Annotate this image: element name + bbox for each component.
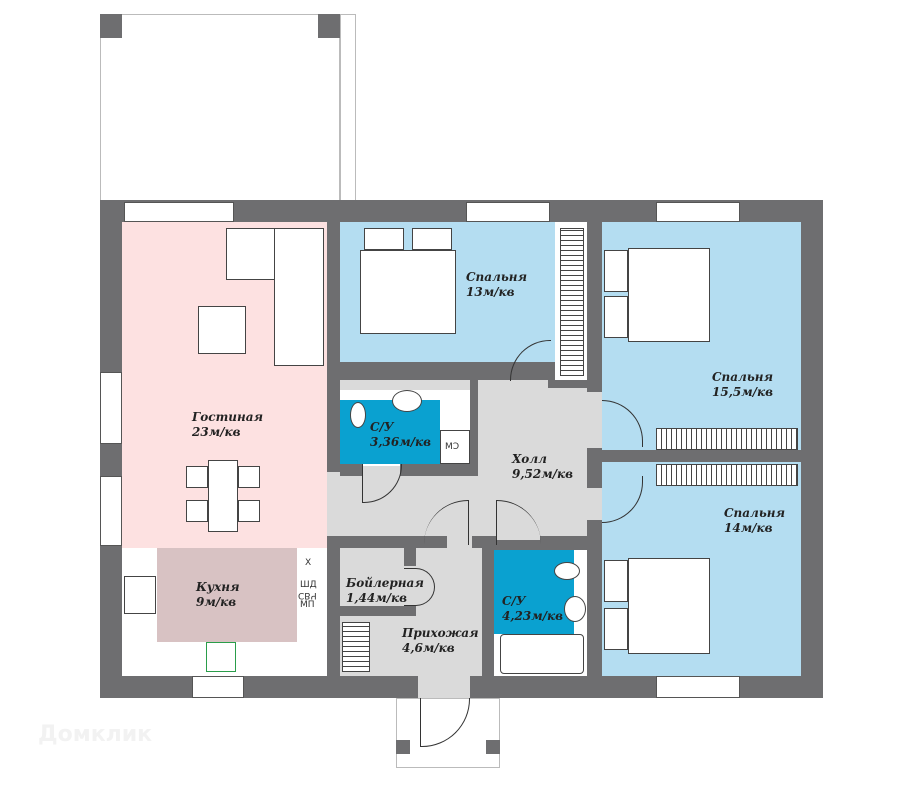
- toilet-icon: [350, 402, 366, 428]
- dishwasher-label: ШД: [300, 580, 317, 590]
- wall: [327, 540, 340, 676]
- room-area: 3,36м/кв: [370, 435, 432, 449]
- terrace-post: [100, 14, 122, 38]
- wardrobe: [342, 622, 370, 672]
- stove-icon: [124, 576, 156, 614]
- room-name: Спальня: [724, 506, 786, 520]
- chair: [238, 500, 260, 522]
- bed: [360, 250, 456, 334]
- pillow: [604, 296, 628, 338]
- room-area: 15,5м/кв: [712, 385, 774, 399]
- pillow: [604, 250, 628, 292]
- wall: [470, 380, 478, 468]
- door: [404, 568, 435, 606]
- washbasin-icon: [564, 596, 586, 622]
- wall: [340, 606, 416, 616]
- pillow: [364, 228, 404, 250]
- wall: [400, 464, 478, 476]
- wall: [587, 448, 602, 488]
- wall: [587, 520, 602, 676]
- terrace-post: [318, 14, 340, 38]
- room-name: Гостиная: [192, 410, 264, 424]
- bathtub: [500, 634, 584, 674]
- terrace: [100, 14, 340, 202]
- room-area: 1,44м/кв: [346, 591, 408, 605]
- pillow: [604, 560, 628, 602]
- washer-label: СМ: [445, 442, 460, 452]
- washer: [440, 430, 470, 464]
- fridge-label: Х: [305, 558, 312, 568]
- wall: [340, 464, 362, 476]
- window: [124, 202, 234, 222]
- kitchen-room: [157, 548, 297, 642]
- window: [656, 676, 740, 698]
- dining-table: [208, 460, 238, 532]
- wardrobe: [560, 228, 584, 376]
- bed: [628, 248, 710, 342]
- wall: [540, 536, 590, 548]
- room-area: 14м/кв: [724, 521, 773, 535]
- room-area: 9м/кв: [196, 595, 237, 609]
- window: [192, 676, 244, 698]
- room-name: Холл: [512, 452, 547, 466]
- watermark-logo: Домклик: [38, 722, 153, 747]
- wall: [327, 222, 340, 472]
- window: [100, 372, 122, 444]
- entry-door-gap: [418, 676, 470, 698]
- terrace-rail: [340, 14, 356, 202]
- toilet-icon: [554, 562, 580, 580]
- room-area: 13м/кв: [466, 285, 515, 299]
- sofa: [274, 228, 324, 366]
- pillow: [604, 608, 628, 650]
- coffee-table: [198, 306, 246, 354]
- chair: [186, 466, 208, 488]
- sink-icon: [206, 642, 236, 672]
- wall: [548, 380, 588, 388]
- room-name: Кухня: [196, 580, 240, 594]
- chair: [186, 500, 208, 522]
- window: [100, 476, 122, 546]
- wall: [404, 548, 416, 566]
- room-area: 4,23м/кв: [502, 609, 564, 623]
- porch-post: [396, 740, 410, 754]
- window: [656, 202, 740, 222]
- wall: [327, 536, 447, 548]
- oven-label: СВЧ: [298, 590, 317, 600]
- chair: [238, 466, 260, 488]
- wall: [340, 362, 510, 378]
- wall: [482, 536, 494, 676]
- room-name: Спальня: [466, 270, 528, 284]
- room-name: Спальня: [712, 370, 774, 384]
- room-name: Прихожая: [402, 626, 479, 640]
- window: [466, 202, 550, 222]
- washbasin-icon: [392, 390, 422, 412]
- boiler-room-fill: [340, 550, 404, 612]
- bed: [628, 558, 710, 654]
- wall: [602, 450, 801, 462]
- room-name: Бойлерная: [346, 576, 424, 590]
- pillow: [412, 228, 452, 250]
- mp-label: МП: [300, 600, 315, 610]
- room-name: С/У: [502, 594, 526, 608]
- room-area: 23м/кв: [192, 425, 241, 439]
- wardrobe: [656, 464, 798, 486]
- wardrobe: [656, 428, 798, 450]
- room-name: С/У: [370, 420, 394, 434]
- wall: [587, 222, 602, 392]
- room-area: 9,52м/кв: [512, 467, 574, 481]
- porch-post: [486, 740, 500, 754]
- room-area: 4,6м/кв: [402, 641, 455, 655]
